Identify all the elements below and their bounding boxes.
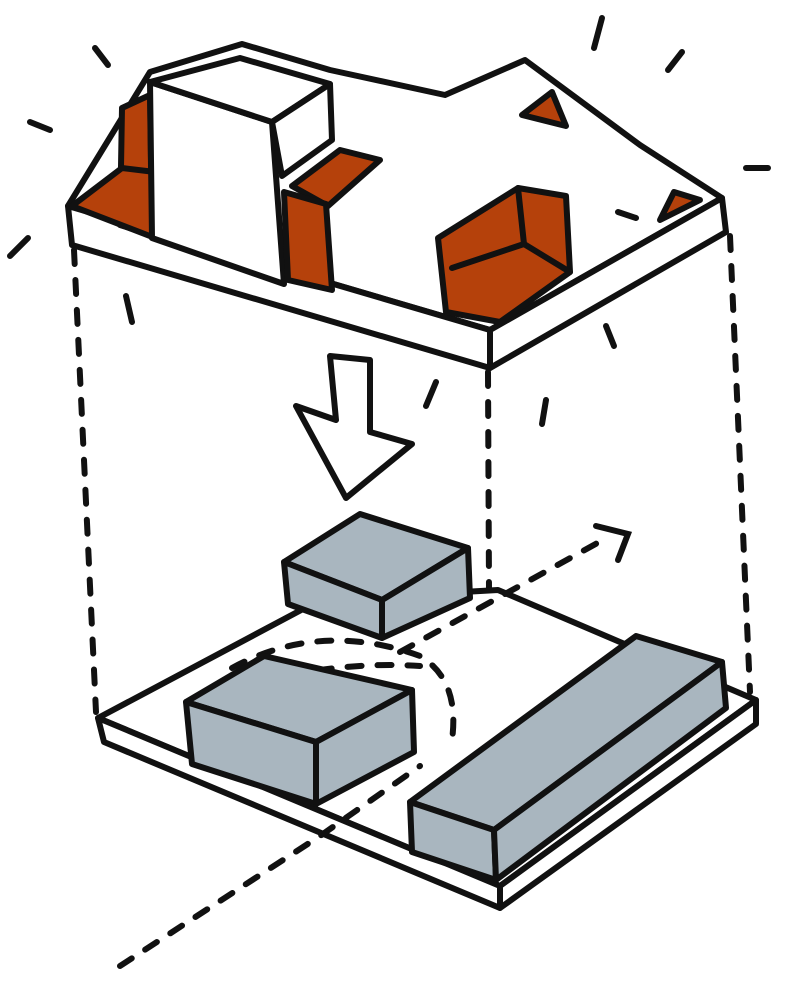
- tower-side: [269, 81, 335, 179]
- orange-corner-right: [657, 189, 703, 223]
- down-arrow-icon: [293, 353, 415, 501]
- grey-box-front: [183, 653, 417, 807]
- sparkle-marks: [7, 15, 771, 427]
- upper-slab-side: [487, 195, 729, 371]
- base-front-right: [497, 697, 759, 911]
- arrow-head-icon: [593, 523, 633, 563]
- orange-slot-wall: [281, 189, 335, 293]
- grey-box-back: [281, 511, 473, 641]
- orange-corner-top: [519, 89, 569, 129]
- orange-court-edge-2: [449, 241, 527, 271]
- upper-massing: [65, 41, 729, 371]
- grey-bar-block: [407, 633, 729, 883]
